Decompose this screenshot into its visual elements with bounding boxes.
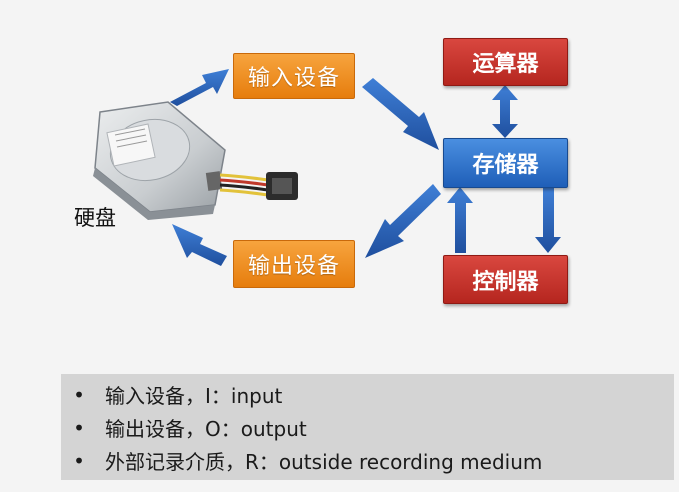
alu-label: 运算器 [472,52,539,77]
output-device-box: 输出设备 [233,240,355,288]
arrow-memory-to-output [365,184,441,258]
bullet-dot: • [73,448,85,473]
arrow-disk-to-input [170,69,229,106]
note-item: • 输出设备，O：output [71,413,307,442]
note-text: 输出设备，O：output [105,417,307,441]
arrow-alu-memory [492,85,518,138]
arrow-input-to-memory [362,78,439,150]
controller-label: 控制器 [472,269,539,295]
memory-box: 存储器 [443,138,568,188]
arrow-output-to-disk [172,224,227,266]
note-item: • 外部记录介质，R：outside recording medium [71,446,542,475]
note-text: 输入设备，I：input [105,384,283,408]
controller-box: 控制器 [443,255,568,304]
arrow-controller-to-memory [447,187,473,253]
hard-disk-image [93,101,298,220]
input-device-box: 输入设备 [233,53,355,99]
memory-label: 存储器 [472,153,539,178]
bullet-dot: • [73,415,85,440]
disk-label: 硬盘 [74,206,116,230]
arrow-memory-to-controller [535,187,561,253]
note-item: • 输入设备，I：input [71,380,282,409]
output-device-label: 输出设备 [247,254,340,279]
note-text: 外部记录介质，R：outside recording medium [105,450,543,474]
notes-panel: • 输入设备，I：input • 输出设备，O：output • 外部记录介质，… [61,374,674,480]
alu-box: 运算器 [443,38,568,86]
bullet-dot: • [73,382,85,407]
input-device-label: 输入设备 [247,66,340,91]
